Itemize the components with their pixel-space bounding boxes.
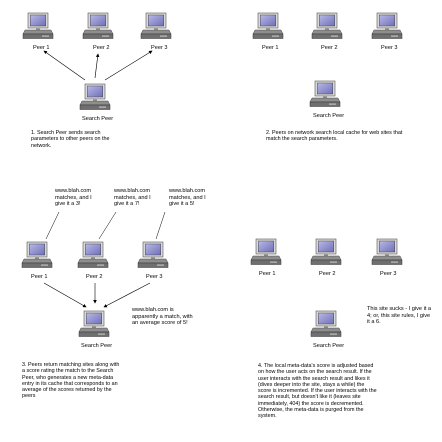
search-peer-label: Search Peer bbox=[81, 343, 112, 349]
panel-1: Peer 1 Peer 2 Peer 3 Search Peer bbox=[22, 12, 172, 122]
panel-1-caption: 1. Search Peer sends search parameters t… bbox=[31, 130, 110, 149]
peer-1-computer-icon bbox=[21, 241, 53, 268]
peer-2-label: Peer 2 bbox=[93, 45, 109, 51]
peer-1-score-note: www.blah.com matches, and I give it a 3! bbox=[55, 188, 92, 208]
peer-3-label: Peer 3 bbox=[381, 45, 397, 51]
peer-3-computer-icon bbox=[371, 238, 403, 265]
arrow-to-peer-3 bbox=[104, 50, 153, 81]
peer-1-label: Peer 1 bbox=[262, 45, 278, 51]
peer-2-computer-icon bbox=[77, 241, 109, 268]
search-peer-average-note: www.blah.com is apparently a match, with… bbox=[132, 307, 193, 327]
peer-3-computer-icon bbox=[137, 241, 169, 268]
peer-1-label: Peer 1 bbox=[33, 45, 49, 51]
search-peer-computer-icon bbox=[309, 80, 341, 107]
return-arrow-from-peer-1 bbox=[43, 282, 87, 308]
search-peer-label: Search Peer bbox=[313, 113, 344, 119]
peer-2-label: Peer 2 bbox=[319, 271, 335, 277]
panel-4: Peer 1 Peer 2 Peer 3 Search Peer bbox=[250, 238, 403, 349]
peer-2-label: Peer 2 bbox=[321, 45, 337, 51]
peer-1-label: Peer 1 bbox=[31, 274, 47, 280]
peer-3-label: Peer 3 bbox=[146, 274, 162, 280]
arrow-to-peer-1 bbox=[43, 50, 86, 81]
peer-3-label: Peer 3 bbox=[151, 45, 167, 51]
peer-1-computer-icon bbox=[22, 12, 54, 39]
peer-1-computer-icon bbox=[252, 12, 284, 39]
callout-line-peer-3 bbox=[155, 211, 166, 240]
panel-2-caption: 2. Peers on network search local cache f… bbox=[266, 130, 403, 143]
panel-2: Peer 1 Peer 2 Peer 3 Search Peer bbox=[252, 12, 403, 119]
panel-4-caption: 4. The local meta-data's score is adjust… bbox=[258, 363, 377, 420]
search-peer-label: Search Peer bbox=[82, 116, 113, 122]
peer-2-label: Peer 2 bbox=[86, 274, 102, 280]
search-peer-label: Search Peer bbox=[313, 343, 344, 349]
peer-3-label: Peer 3 bbox=[380, 271, 396, 277]
peer-2-score-note: www.blah.com matches, and I give it a 7! bbox=[114, 188, 151, 208]
peer-3-computer-icon bbox=[140, 12, 172, 39]
panel-3: Peer 1 Peer 2 Peer 3 Search Peer bbox=[21, 211, 169, 349]
peer-2-computer-icon bbox=[82, 12, 114, 39]
peer-1-label: Peer 1 bbox=[259, 271, 275, 277]
peer-1-computer-icon bbox=[250, 238, 282, 265]
peer-2-computer-icon bbox=[310, 238, 342, 265]
search-peer-computer-icon bbox=[79, 83, 111, 110]
peer-2-computer-icon bbox=[311, 12, 343, 39]
arrow-to-peer-2 bbox=[94, 53, 100, 79]
return-arrow-from-peer-3 bbox=[103, 282, 151, 308]
peer-3-computer-icon bbox=[371, 12, 403, 39]
callout-line-peer-1 bbox=[45, 211, 60, 240]
callout-line-peer-2 bbox=[98, 211, 117, 240]
peer-3-score-note: www.blah.com matches, and I give it a 5! bbox=[169, 188, 206, 208]
search-peer-computer-icon bbox=[310, 310, 342, 337]
panel-3-caption: 3. Peers return matching sites along wit… bbox=[22, 362, 120, 400]
search-peer-computer-icon bbox=[78, 310, 110, 337]
user-rating-note: This site sucks - I give it a 4; or, thi… bbox=[367, 306, 432, 326]
